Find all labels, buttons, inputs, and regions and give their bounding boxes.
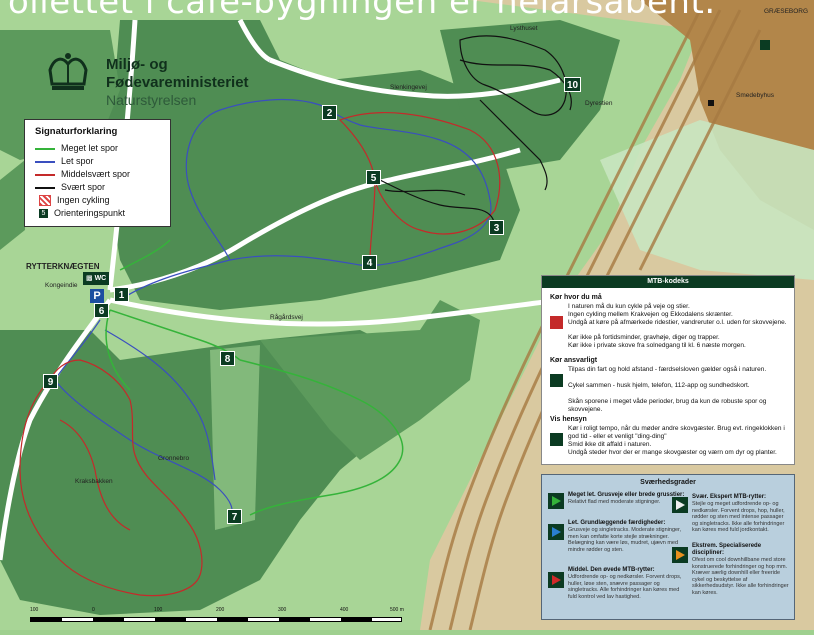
legend-item: Let spor (35, 155, 94, 167)
difficulty-green-icon (548, 493, 564, 509)
legend-item: Middelsvært spor (35, 168, 130, 180)
place-kongeindie: Kongeindie (45, 282, 78, 289)
scale-label: 500 m (390, 607, 404, 613)
difficulty-red-icon (548, 572, 564, 588)
mtb-rule: Kør ikke i private skove fra solnedgang … (568, 342, 746, 349)
mtb-code-panel: MTB-kodeks Kør hvor du må I naturen må d… (541, 275, 795, 465)
difficulty-level: Middel. Den øvede MTB-rytter: Udfordrend… (568, 567, 682, 600)
top-banner: oilettet i café-bygningen er helårsåbent… (0, 0, 814, 32)
mtb-section-heading: Kør ansvarligt (550, 357, 598, 364)
blue-line-swatch (35, 160, 55, 163)
parking-icon: P (90, 289, 104, 303)
mtb-rule: Tilpas din fart og hold afstand - færdse… (568, 366, 767, 373)
mtb-section-heading: Kør hvor du må (550, 294, 602, 301)
ministry-logo: Miljø- og Fødevareministeriet Naturstyre… (46, 50, 266, 110)
mtb-section-heading: Vis hensyn (550, 416, 587, 423)
checkpoint-3: 3 (489, 220, 504, 235)
difficulty-orange-icon (672, 547, 688, 563)
mtb-rule: Undgå at køre på afmærkede ridestier, va… (568, 319, 787, 326)
place-slenkingevej: Slenkingevej (390, 84, 427, 91)
green-line-swatch (35, 147, 55, 150)
legend-item: Svært spor (35, 181, 105, 193)
red-line-swatch (35, 173, 55, 176)
scale-label: 0 (92, 607, 95, 613)
hatch-icon (39, 195, 51, 207)
mtb-code-title: MTB-kodeks (542, 276, 794, 288)
difficulty-level: Svær. Ekspert MTB-rytter: Stejle og mege… (692, 494, 785, 533)
mtb-rule: Undgå steder hvor der er mange skovgæste… (568, 449, 777, 456)
difficulty-panel: Sværhedsgrader Meget let. Grusveje eller… (541, 474, 795, 620)
toilet-marker: ▩ WC (83, 272, 110, 285)
legend-item: Ingen cykling (35, 194, 110, 207)
hiker-icon (550, 433, 563, 446)
checkpoint-8: 8 (220, 351, 235, 366)
legend-item: Meget let spor (35, 142, 118, 154)
checkpoint-6: 6 (94, 303, 109, 318)
place-lysthuset: Lysthuset (510, 25, 538, 32)
checkpoint-7: 7 (227, 509, 242, 524)
mtb-rule: Cykel sammen - husk hjelm, telefon, 112-… (568, 382, 750, 389)
logo-line-1: Miljø- og (106, 56, 168, 73)
checkpoint-2: 2 (322, 105, 337, 120)
logo-line-3: Naturstyrelsen (106, 92, 197, 108)
place-graeseborg: GRÆSEBORG (764, 8, 809, 15)
place-dyrestien: Dyrestien (585, 100, 613, 107)
legend-title: Signaturforklaring (35, 126, 118, 137)
scale-label: 100 (30, 607, 39, 613)
place-raegaardsvej: Rågårdsvej (270, 314, 303, 321)
checkpoint-9: 9 (43, 374, 58, 389)
place-rytterknaegten: RYTTERKNÆGTEN (26, 262, 100, 271)
scale-bar-graphic (30, 617, 402, 622)
place-kraksbakken: Kraksbakken (75, 478, 113, 485)
difficulty-black-icon (672, 497, 688, 513)
black-line-swatch (35, 186, 55, 189)
checkpoint-1: 1 (114, 287, 129, 302)
scale-bar: 100 0 100 200 300 400 500 m (30, 607, 410, 629)
mtb-rule: Skån sporene i meget våde perioder, brug… (568, 398, 767, 413)
cyclist-icon (550, 374, 563, 387)
difficulty-level: Ekstrem. Specialiserede discipliner: Ofe… (692, 543, 789, 596)
logo-line-2: Fødevareministeriet (106, 74, 249, 91)
map-legend: Signaturforklaring Meget let spor Let sp… (24, 119, 171, 227)
mtb-rule: Kør i roligt tempo, når du møder andre s… (568, 425, 785, 440)
banner-text: oilettet i café-bygningen er helårsåbent… (8, 0, 716, 22)
difficulty-title: Sværhedsgrader (640, 479, 696, 486)
trails (19, 35, 572, 597)
toilet-icon: ▩ (86, 275, 95, 282)
mtb-rule: I naturen må du kun cykle på veje og sti… (568, 303, 690, 310)
place-gronnebro: Gronnebro (158, 455, 190, 462)
checkpoint-10: 10 (564, 77, 581, 92)
checkpoint-4: 4 (362, 255, 377, 270)
mtb-rule: Smid ikke dit affald i naturen. (568, 441, 652, 448)
orientation-point-icon: 5 (39, 209, 48, 219)
difficulty-level: Meget let. Grusveje eller brede grusstie… (568, 492, 685, 505)
checkpoint-5: 5 (366, 170, 381, 185)
scale-label: 100 (154, 607, 163, 613)
difficulty-level: Let. Grundlæggende færdigheder: Grusveje… (568, 520, 682, 553)
mtb-rule: Ingen cykling mellem Krakvejen og Ekkoda… (568, 311, 733, 318)
difficulty-blue-icon (548, 524, 564, 540)
scale-label: 300 (278, 607, 287, 613)
scale-label: 400 (340, 607, 349, 613)
crown-icon (48, 53, 88, 90)
mtb-rule: Kør ikke på fortidsminder, gravhøje, dig… (568, 334, 720, 341)
scale-label: 200 (216, 607, 225, 613)
place-smedebyhus: Smedebyhus (736, 92, 774, 99)
no-cycling-icon (550, 316, 563, 329)
